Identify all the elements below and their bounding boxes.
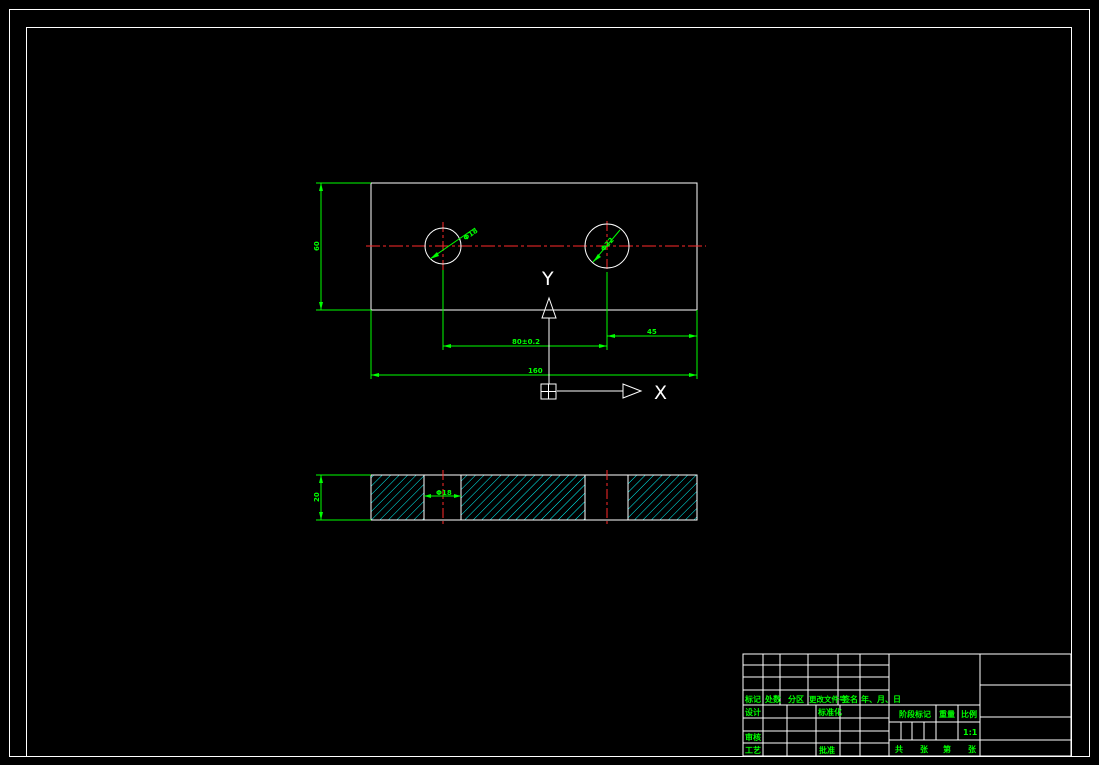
top-view: Φ18 Φ22 60 80±0.2 45 160 bbox=[313, 182, 706, 379]
thickness-arrow-bottom bbox=[319, 512, 323, 520]
ucs-x-arrow bbox=[622, 383, 643, 399]
left-hole[interactable] bbox=[424, 227, 462, 265]
tb-label-change-doc: 更改文件号 bbox=[809, 694, 847, 704]
tb-label-sheets: 张 bbox=[920, 745, 929, 754]
section-hole-dim-text: Φ18 bbox=[436, 489, 452, 497]
tb-label-process: 工艺 bbox=[745, 745, 761, 755]
tb-label-sheet2: 张 bbox=[968, 745, 977, 754]
tb-label-page: 第 bbox=[943, 744, 951, 754]
section-hatch-middle bbox=[461, 475, 585, 520]
right-offset-arrow-left bbox=[607, 334, 615, 338]
hole-spacing-dim-text: 80±0.2 bbox=[512, 338, 540, 346]
total-length-dim-text: 160 bbox=[528, 367, 543, 375]
section-view: Φ18 20 bbox=[313, 470, 698, 526]
ucs-icon[interactable]: Y X bbox=[540, 268, 667, 404]
tb-scale-value: 1:1 bbox=[963, 728, 978, 737]
tb-label-zone: 分区 bbox=[788, 694, 804, 704]
tb-label-total: 共 bbox=[895, 744, 903, 754]
tb-label-standardize: 标准化 bbox=[817, 707, 842, 717]
tb-label-design: 设计 bbox=[745, 707, 761, 717]
tb-label-approve: 批准 bbox=[819, 745, 835, 755]
tb-label-count: 处数 bbox=[764, 694, 782, 704]
tb-label-mark: 标记 bbox=[744, 694, 761, 704]
inner-frame-border bbox=[26, 27, 1072, 757]
height-dim-text: 60 bbox=[313, 241, 321, 251]
section-hatch-right bbox=[628, 475, 697, 520]
tb-label-sign: 签名 bbox=[841, 694, 858, 704]
right-hole-arrow bbox=[593, 254, 601, 262]
ucs-x-label: X bbox=[654, 382, 667, 404]
height-arrow-top bbox=[319, 183, 323, 191]
right-offset-dim-text: 45 bbox=[647, 328, 657, 336]
tb-label-review: 审核 bbox=[745, 732, 761, 742]
title-block-labels: 标记 处数 分区 更改文件号 签名 年、月、日 设计 标准化 审核 工艺 批准 … bbox=[744, 694, 978, 755]
thickness-arrow-top bbox=[319, 475, 323, 483]
hole-spacing-arrow-right bbox=[599, 344, 607, 348]
height-arrow-bottom bbox=[319, 302, 323, 310]
ucs-y-label: Y bbox=[541, 268, 554, 290]
right-hole[interactable] bbox=[584, 223, 630, 269]
total-length-arrow-right bbox=[689, 373, 697, 377]
hole-spacing-arrow-left bbox=[443, 344, 451, 348]
section-hole-arrow-right bbox=[454, 494, 461, 498]
ucs-y-arrow bbox=[541, 296, 557, 319]
left-hole-arrow bbox=[430, 252, 439, 259]
total-length-arrow-left bbox=[371, 373, 379, 377]
section-hatch-left bbox=[371, 475, 424, 520]
title-block bbox=[742, 653, 1072, 757]
section-outline[interactable] bbox=[370, 474, 698, 521]
thickness-dim-text: 20 bbox=[313, 492, 321, 502]
section-hole-arrow-left bbox=[424, 494, 431, 498]
left-hole-diameter-text: Φ18 bbox=[462, 227, 480, 243]
tb-label-date: 年、月、日 bbox=[861, 694, 901, 704]
tb-label-stage-mark: 阶段标记 bbox=[899, 709, 931, 719]
tb-label-weight: 重量 bbox=[939, 709, 955, 719]
tb-label-scale: 比例 bbox=[961, 709, 977, 719]
right-offset-arrow-right bbox=[689, 334, 697, 338]
